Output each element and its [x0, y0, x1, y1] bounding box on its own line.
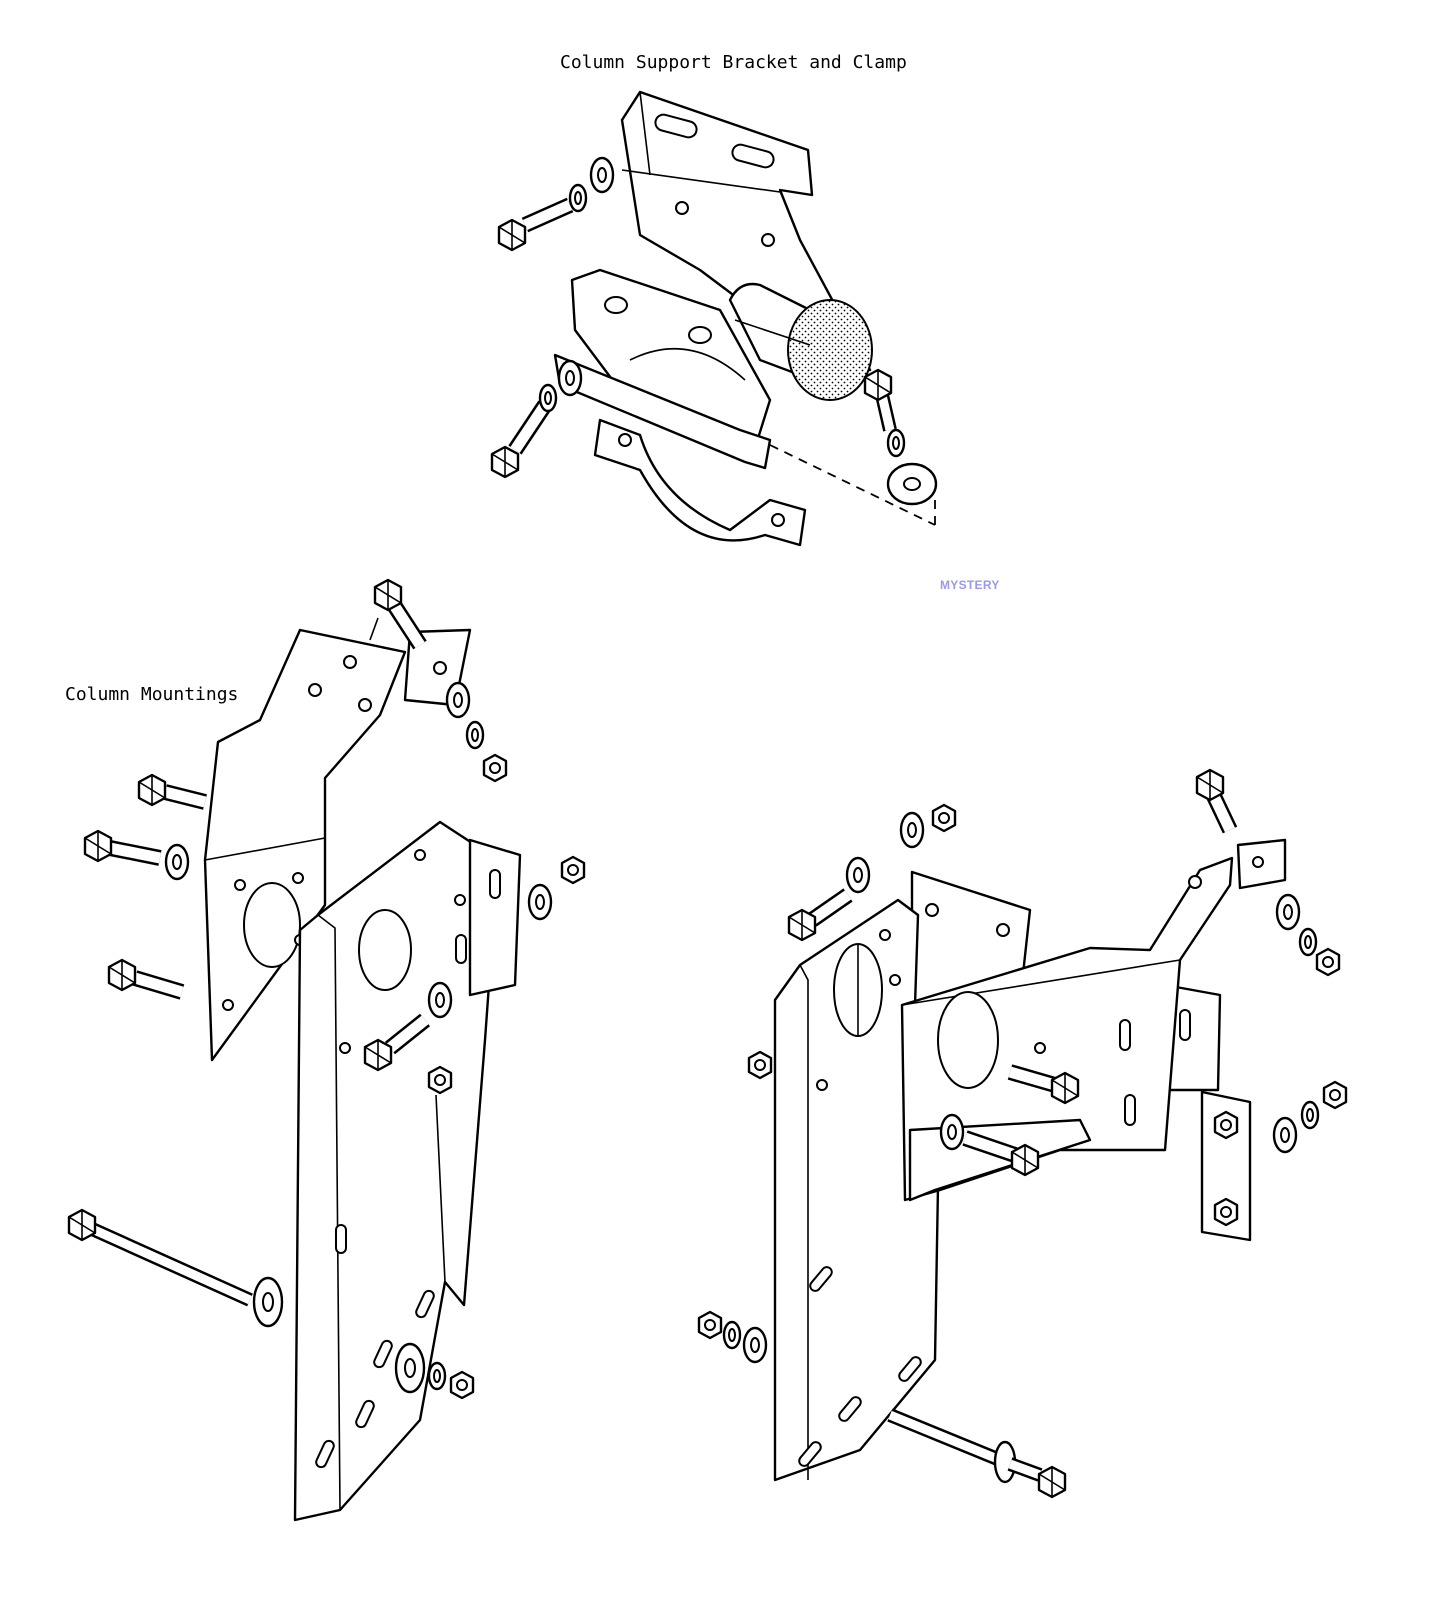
bolt — [137, 773, 207, 810]
bolt — [363, 1013, 430, 1072]
bolt — [939, 1113, 1040, 1177]
bolt — [107, 958, 185, 1000]
flat-washer — [527, 883, 553, 921]
watermark: MYSTERY — [940, 578, 1000, 592]
tab-bracket-right — [1236, 838, 1287, 890]
flat-washer — [899, 811, 925, 849]
flat-washer — [589, 156, 615, 194]
bolt — [83, 829, 162, 866]
nut — [747, 1050, 773, 1080]
flat-washer — [845, 856, 871, 894]
bolt — [863, 368, 897, 432]
clamp — [593, 418, 807, 547]
spring-washer — [568, 183, 588, 213]
flat-washer — [445, 681, 471, 719]
bolt — [497, 197, 574, 252]
nut — [931, 803, 957, 833]
flat-washer — [1275, 893, 1301, 931]
spring-washer — [427, 1361, 447, 1391]
flat-washer — [164, 843, 190, 881]
nut — [560, 855, 586, 885]
flat-washer — [557, 359, 583, 397]
spring-washer — [722, 1320, 742, 1350]
support-bracket-title: Column Support Bracket and Clamp — [560, 52, 907, 73]
nut — [482, 753, 508, 783]
spring-washer — [538, 383, 558, 413]
nut — [427, 1065, 453, 1095]
spring-washer — [1298, 927, 1318, 957]
long-bolt — [67, 1208, 253, 1307]
bolt — [490, 400, 552, 479]
flat-washer — [1272, 1116, 1298, 1154]
clamp-upper-plate — [553, 268, 772, 470]
spring-washer — [465, 720, 485, 750]
column-support-bracket — [620, 90, 873, 401]
nut — [449, 1370, 475, 1400]
nut — [697, 1310, 723, 1340]
bolt — [1195, 768, 1238, 834]
nut — [1322, 1080, 1348, 1110]
bolt — [787, 888, 853, 942]
bolt — [1007, 1064, 1080, 1105]
bolt — [373, 578, 427, 650]
strap-plate — [1200, 1090, 1252, 1242]
column-mountings-title: Column Mountings — [65, 684, 239, 705]
spring-washer — [886, 428, 906, 458]
alignment-line — [769, 444, 936, 526]
nut — [1315, 947, 1341, 977]
mounting-plate-rear — [293, 820, 522, 1522]
mounting-plate-front-right — [773, 898, 942, 1482]
flat-washer — [427, 981, 453, 1019]
long-bolt — [887, 1408, 1067, 1499]
spring-washer — [1300, 1100, 1320, 1130]
flat-washer — [742, 1326, 768, 1364]
